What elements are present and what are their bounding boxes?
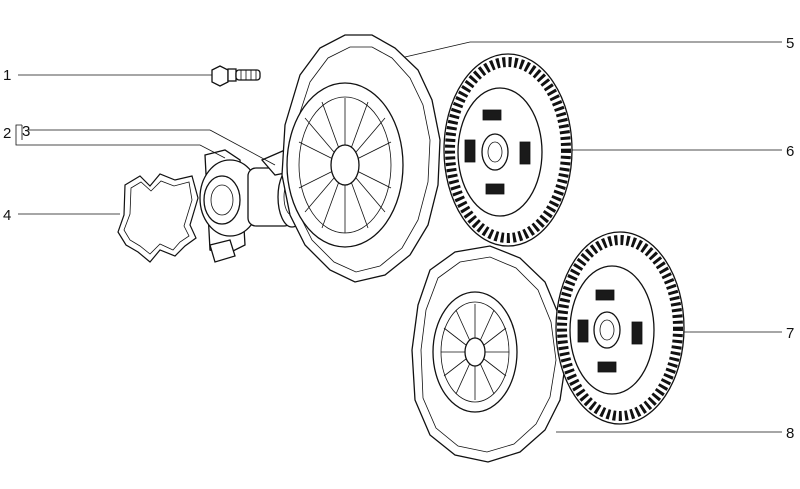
callout-6: 6 bbox=[786, 143, 794, 160]
callout-7: 7 bbox=[786, 325, 794, 342]
callout-4: 4 bbox=[3, 207, 11, 224]
callout-3: 3 bbox=[22, 123, 30, 140]
callout-labels: 1 2 3 4 5 6 7 8 bbox=[3, 35, 794, 442]
pressure-plate-lower-part bbox=[411, 245, 567, 463]
spring-clip-part bbox=[117, 173, 199, 263]
bolt-part bbox=[211, 65, 261, 87]
callout-1: 1 bbox=[3, 67, 11, 84]
release-bearing-assembly-part bbox=[199, 149, 307, 263]
callout-8: 8 bbox=[786, 425, 794, 442]
pressure-plate-upper-part bbox=[281, 34, 441, 283]
clutch-disc-upper-part bbox=[443, 53, 573, 247]
leader-lines bbox=[15, 41, 782, 433]
callout-2: 2 bbox=[3, 125, 11, 142]
callout-5: 5 bbox=[786, 35, 794, 52]
clutch-disc-lower-part bbox=[555, 231, 685, 425]
